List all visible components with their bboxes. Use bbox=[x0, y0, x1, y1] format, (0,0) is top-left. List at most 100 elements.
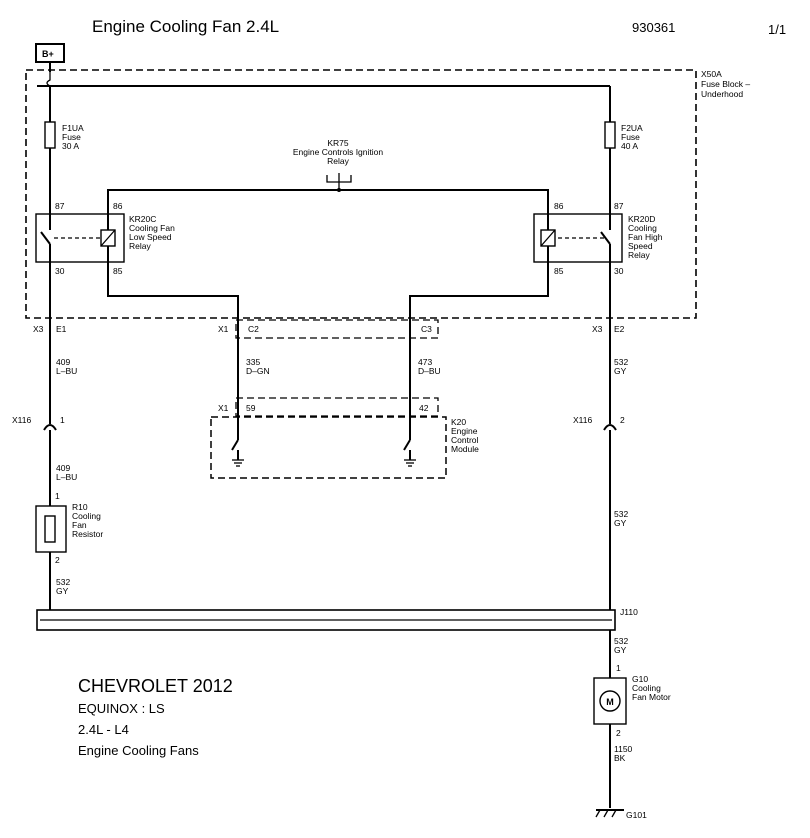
x116-right-connector-symbol bbox=[603, 424, 617, 431]
ground-g101-hatch-3 bbox=[611, 809, 617, 818]
ign-relay-name-line2: Relay bbox=[327, 156, 349, 166]
wire-409-lower-number: 409 bbox=[56, 463, 70, 473]
wire-1150-number: 1150 bbox=[614, 744, 633, 754]
wire-335-control-low bbox=[107, 262, 239, 440]
ecm-id: K20 bbox=[451, 417, 466, 427]
fan-motor-symbol bbox=[599, 690, 621, 712]
fuse-f1ua-rating: 30 A bbox=[62, 141, 79, 151]
connector-x1-59-id: X1 bbox=[218, 403, 229, 413]
wire-1150-color: BK bbox=[614, 753, 626, 763]
relay-high-id: KR20D bbox=[628, 214, 655, 224]
resistor-name-line3: Resistor bbox=[72, 529, 103, 539]
fuse-f1ua-type: Fuse bbox=[62, 132, 81, 142]
relay-low-id: KR20C bbox=[129, 214, 156, 224]
fan-motor-name-line2: Fan Motor bbox=[632, 692, 671, 702]
x1-connector-59-42 bbox=[235, 397, 439, 417]
connector-x3-right-id: X3 bbox=[592, 324, 603, 334]
connector-x116-right-id: X116 bbox=[573, 415, 592, 425]
relay-low-pin-30: 30 bbox=[55, 266, 65, 276]
ecm-module-boundary bbox=[210, 416, 447, 479]
wire-532-motor-number: 532 bbox=[614, 636, 628, 646]
connector-x116-right-pin: 2 bbox=[620, 415, 625, 425]
ground-g101-hatch-2 bbox=[603, 809, 609, 818]
relay-high-name-line3: Speed bbox=[628, 241, 653, 251]
wire-532-upper-color: GY bbox=[614, 366, 627, 376]
connector-e2-pin: E2 bbox=[614, 324, 625, 334]
page-number: 1/1 bbox=[768, 22, 786, 37]
connector-e1-pin: E1 bbox=[56, 324, 67, 334]
wire-335-color: D–GN bbox=[246, 366, 270, 376]
connector-c2-pin: C2 bbox=[248, 324, 259, 334]
connector-pin-42: 42 bbox=[419, 403, 429, 413]
ecm-name-line1: Engine bbox=[451, 426, 478, 436]
ecm-name-line2: Control bbox=[451, 435, 479, 445]
connector-x116-left-pin: 1 bbox=[60, 415, 65, 425]
vehicle-system: Engine Cooling Fans bbox=[78, 743, 199, 758]
wire-532-lower-right-number: 532 bbox=[614, 509, 628, 519]
connector-pin-59: 59 bbox=[246, 403, 256, 413]
wire-473-control-high bbox=[409, 262, 549, 440]
wire-532-resistor-color: GY bbox=[56, 586, 69, 596]
ground-id: G101 bbox=[626, 810, 647, 820]
wire-532-resistor-number: 532 bbox=[56, 577, 70, 587]
ecm-name-line3: Module bbox=[451, 444, 479, 454]
x116-left-connector-symbol bbox=[43, 424, 57, 431]
vehicle-model: EQUINOX : LS bbox=[78, 701, 165, 716]
fuse-block-name-line2: Underhood bbox=[701, 89, 743, 99]
connector-x1-c2-id: X1 bbox=[218, 324, 229, 334]
x1-connector-c2-c3 bbox=[235, 319, 439, 339]
splice-id: J110 bbox=[620, 607, 638, 617]
wire-409-lower-color: L–BU bbox=[56, 472, 77, 482]
battery-positive-label: B+ bbox=[42, 49, 54, 59]
wire-532-upper-number: 532 bbox=[614, 357, 628, 367]
relay-high-pin-86: 86 bbox=[554, 201, 564, 211]
connector-x116-left-id: X116 bbox=[12, 415, 31, 425]
resistor-id: R10 bbox=[72, 502, 88, 512]
connector-x3-left-id: X3 bbox=[33, 324, 44, 334]
relay-high-switch-blade bbox=[600, 231, 611, 245]
ign-relay-name-line1: Engine Controls Ignition bbox=[293, 147, 384, 157]
relay-high-pin-85: 85 bbox=[554, 266, 564, 276]
relay-low-name-line1: Cooling Fan bbox=[129, 223, 175, 233]
connector-c3-pin: C3 bbox=[421, 324, 432, 334]
ign-relay-id: KR75 bbox=[327, 138, 349, 148]
wire-409-upper-number: 409 bbox=[56, 357, 70, 367]
resistor-r10-element bbox=[44, 515, 56, 543]
wire-409-upper-color: L–BU bbox=[56, 366, 77, 376]
wire-473-color: D–BU bbox=[418, 366, 441, 376]
wire-532-lower-right-color: GY bbox=[614, 518, 627, 528]
relay-low-pin-87: 87 bbox=[55, 201, 65, 211]
fan-motor-pin-2: 2 bbox=[616, 728, 621, 738]
resistor-name-line2: Fan bbox=[72, 520, 87, 530]
relay-low-pin-86: 86 bbox=[113, 201, 123, 211]
wire-473-number: 473 bbox=[418, 357, 432, 367]
relay-low-switch-blade bbox=[40, 231, 51, 245]
fuse-block-id: X50A bbox=[701, 69, 722, 79]
fan-motor-id: G10 bbox=[632, 674, 648, 684]
bus-stub bbox=[46, 72, 51, 87]
relay-low-coil-diag bbox=[100, 229, 116, 247]
resistor-pin-1: 1 bbox=[55, 491, 60, 501]
fuse-f1ua-symbol bbox=[44, 121, 56, 149]
fuse-f2ua-rating: 40 A bbox=[621, 141, 638, 151]
relay-high-coil-diag bbox=[540, 229, 556, 247]
ecm-driver-59-switch bbox=[231, 439, 239, 451]
relay-low-pin-85: 85 bbox=[113, 266, 123, 276]
fuse-block-boundary bbox=[25, 69, 697, 319]
fuse-block-name-line1: Fuse Block – bbox=[701, 79, 750, 89]
ecm-driver-42-switch bbox=[403, 439, 411, 451]
ground-g101-hatch-1 bbox=[595, 809, 601, 818]
relay-high-name-line4: Relay bbox=[628, 250, 650, 260]
fuse-f2ua-id: F2UA bbox=[621, 123, 643, 133]
relay-high-name-line1: Cooling bbox=[628, 223, 657, 233]
relay-low-name-line3: Relay bbox=[129, 241, 151, 251]
fuse-f1ua-id: F1UA bbox=[62, 123, 84, 133]
fan-motor-pin-1: 1 bbox=[616, 663, 621, 673]
fan-motor-symbol-letter: M bbox=[606, 697, 614, 707]
fan-motor-name-line1: Cooling bbox=[632, 683, 661, 693]
vehicle-make-year: CHEVROLET 2012 bbox=[78, 676, 233, 696]
wire-335-number: 335 bbox=[246, 357, 260, 367]
relay-high-name-line2: Fan High bbox=[628, 232, 663, 242]
relay-high-pin-87: 87 bbox=[614, 201, 624, 211]
